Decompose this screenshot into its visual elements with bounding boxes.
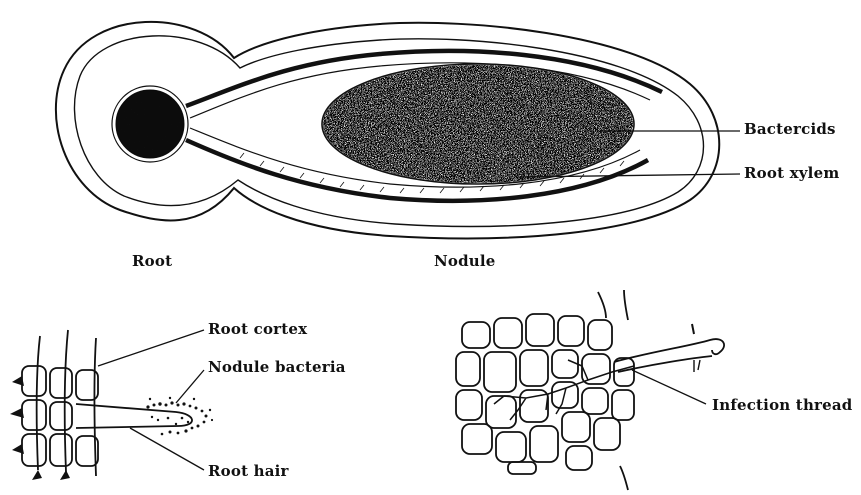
label-root: Root [132,252,172,270]
label-root-cortex: Root cortex [208,320,307,338]
nodule-bacteria-dots [146,397,213,436]
label-root-xylem: Root xylem [744,164,839,182]
cortex-cell [50,434,72,466]
nodule-bacteria-leader [176,370,204,403]
cortex-wall-left [37,336,40,470]
cortex-wall-right [95,338,97,476]
label-bacteroids: Bactercids [744,120,836,138]
label-root-hair: Root hair [208,462,289,480]
tissue-line-top [598,292,606,318]
label-infection-thread: Infection thread [712,396,853,414]
cortex-wall-middle [65,330,68,472]
infection-panel [456,290,724,490]
bottom-left-leader-lines [98,330,204,470]
cortex-cell [22,400,46,430]
cortex-cell [50,402,72,430]
cortex-cell [22,434,46,466]
label-nodule-bacteria: Nodule bacteria [208,358,346,376]
root-surface-spikes [10,376,70,480]
infected-root-hair-tip [694,360,700,372]
tissue-line-top2 [624,290,628,320]
cortex-cell [50,368,72,398]
cortex-cell [22,366,46,396]
label-nodule: Nodule [434,252,496,270]
infection-thread-leader [632,370,706,404]
tissue-line-bottom [620,466,628,490]
root-nodule-cross-section [56,22,719,239]
stray-mark [692,324,694,334]
root-cortex-leader [98,330,204,366]
bacteroid-zone-stipple [323,65,633,183]
root-stele-texture [116,90,184,158]
root-hair [76,404,192,428]
infection-thread-branches [494,360,634,420]
root-hair-leader [130,428,204,470]
